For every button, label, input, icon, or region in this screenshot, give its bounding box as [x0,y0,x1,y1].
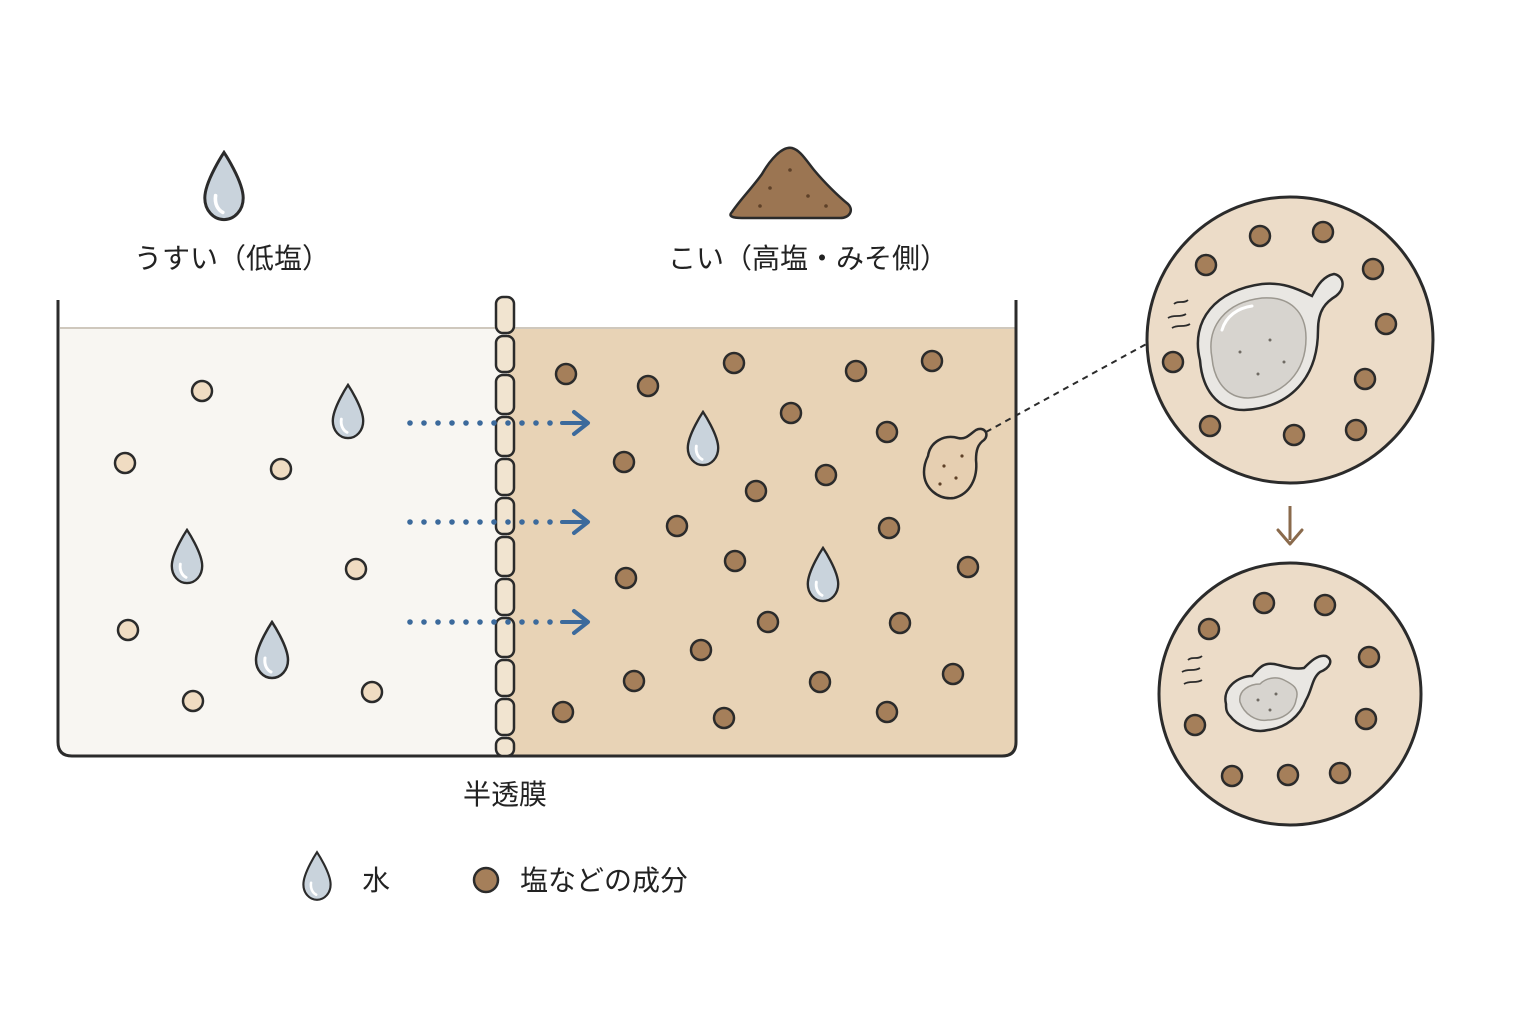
salt-particle-icon [665,514,689,538]
container [56,300,1018,758]
salt-particle-icon [814,463,838,487]
salt-particle-icon [360,680,384,704]
salt-particle-icon [113,451,137,475]
salt-particle-icon [756,610,780,634]
water-drop-icon [203,150,245,222]
low-salt-region [60,328,503,756]
salt-particle-icon [181,689,205,713]
dotted-arrow-icon [407,609,590,635]
membrane-label: 半透膜 [463,778,547,811]
zoom-connector-line [985,341,1151,433]
dotted-arrow-icon [407,410,590,436]
high-salt-region [508,328,1016,756]
salt-particle-icon [614,566,638,590]
salt-particle-icon [1276,763,1300,787]
legend: 水 塩などの成分 [302,850,688,902]
salt-particle-icon [1361,257,1385,281]
salt-particle-icon [723,549,747,573]
salt-particle-icon [722,351,746,375]
salt-particle-icon [1374,312,1398,336]
low-concentration-label: うすい（低塩） [134,242,330,275]
legend-salt-label: 塩などの成分 [520,864,688,897]
salt-particle-icon [1161,350,1185,374]
salt-particle-icon [877,516,901,540]
salt-particle-icon [1198,414,1222,438]
salt-particle-icon [1183,713,1207,737]
salt-particle-icon [269,457,293,481]
salt-particle-icon [956,555,980,579]
low-side-particles [113,379,384,713]
salt-particle-icon [689,638,713,662]
water-drop-icon [302,850,332,902]
salt-particle-icon [554,362,578,386]
high-concentration-label: こい（高塩・みそ側） [668,242,948,275]
membrane-segment [494,457,516,497]
dotted-arrow-icon [407,509,590,535]
salt-particle-icon [622,669,646,693]
membrane-segment [494,577,516,617]
salt-particle-icon [941,662,965,686]
salt-particle-icon [779,401,803,425]
salt-particle-icon [1328,761,1352,785]
semi-permeable-membrane [494,295,516,758]
down-arrow-icon [1276,506,1304,546]
salt-particle-icon [1344,418,1368,442]
membrane-segment [494,616,516,659]
salt-particle-icon [1220,764,1244,788]
salt-particle-icon [344,557,368,581]
salt-particle-icon [1357,645,1381,669]
shrinking-cell [922,427,988,500]
salt-particle-icon [875,700,899,724]
salt-particle-icon [472,866,500,894]
salt-particle-icon [1313,593,1337,617]
salt-particle-icon [612,450,636,474]
membrane-segment [494,697,516,737]
salt-particle-icon [875,420,899,444]
salt-particle-icon [1353,367,1377,391]
salt-particle-icon [744,479,768,503]
water-flow-arrows [407,410,590,635]
membrane-segment [494,295,516,335]
salt-particle-icon [1354,707,1378,731]
membrane-segment [494,415,516,458]
legend-water-label: 水 [362,864,390,897]
salt-particle-icon [1252,591,1276,615]
high-side-particles [551,349,980,730]
membrane-segment [494,658,516,698]
membrane-segment [494,373,516,416]
salt-particle-icon [190,379,214,403]
salt-particle-icon [116,618,140,642]
salt-particle-icon [1311,220,1335,244]
salt-particle-icon [1197,617,1221,641]
zoom-view-after [1157,561,1423,827]
salt-particle-icon [1248,224,1272,248]
membrane-segment [494,334,516,374]
salt-particle-icon [1282,423,1306,447]
membrane-segment [494,496,516,536]
salt-particle-icon [551,700,575,724]
zoom-view-before [1145,195,1435,485]
salt-particle-icon [712,706,736,730]
membrane-segment [494,736,516,758]
salt-particle-icon [808,670,832,694]
miso-pile-icon [729,146,852,220]
membrane-segment [494,535,516,578]
salt-particle-icon [920,349,944,373]
salt-particle-icon [888,611,912,635]
salt-particle-icon [1194,253,1218,277]
salt-particle-icon [844,359,868,383]
salt-particle-icon [636,374,660,398]
